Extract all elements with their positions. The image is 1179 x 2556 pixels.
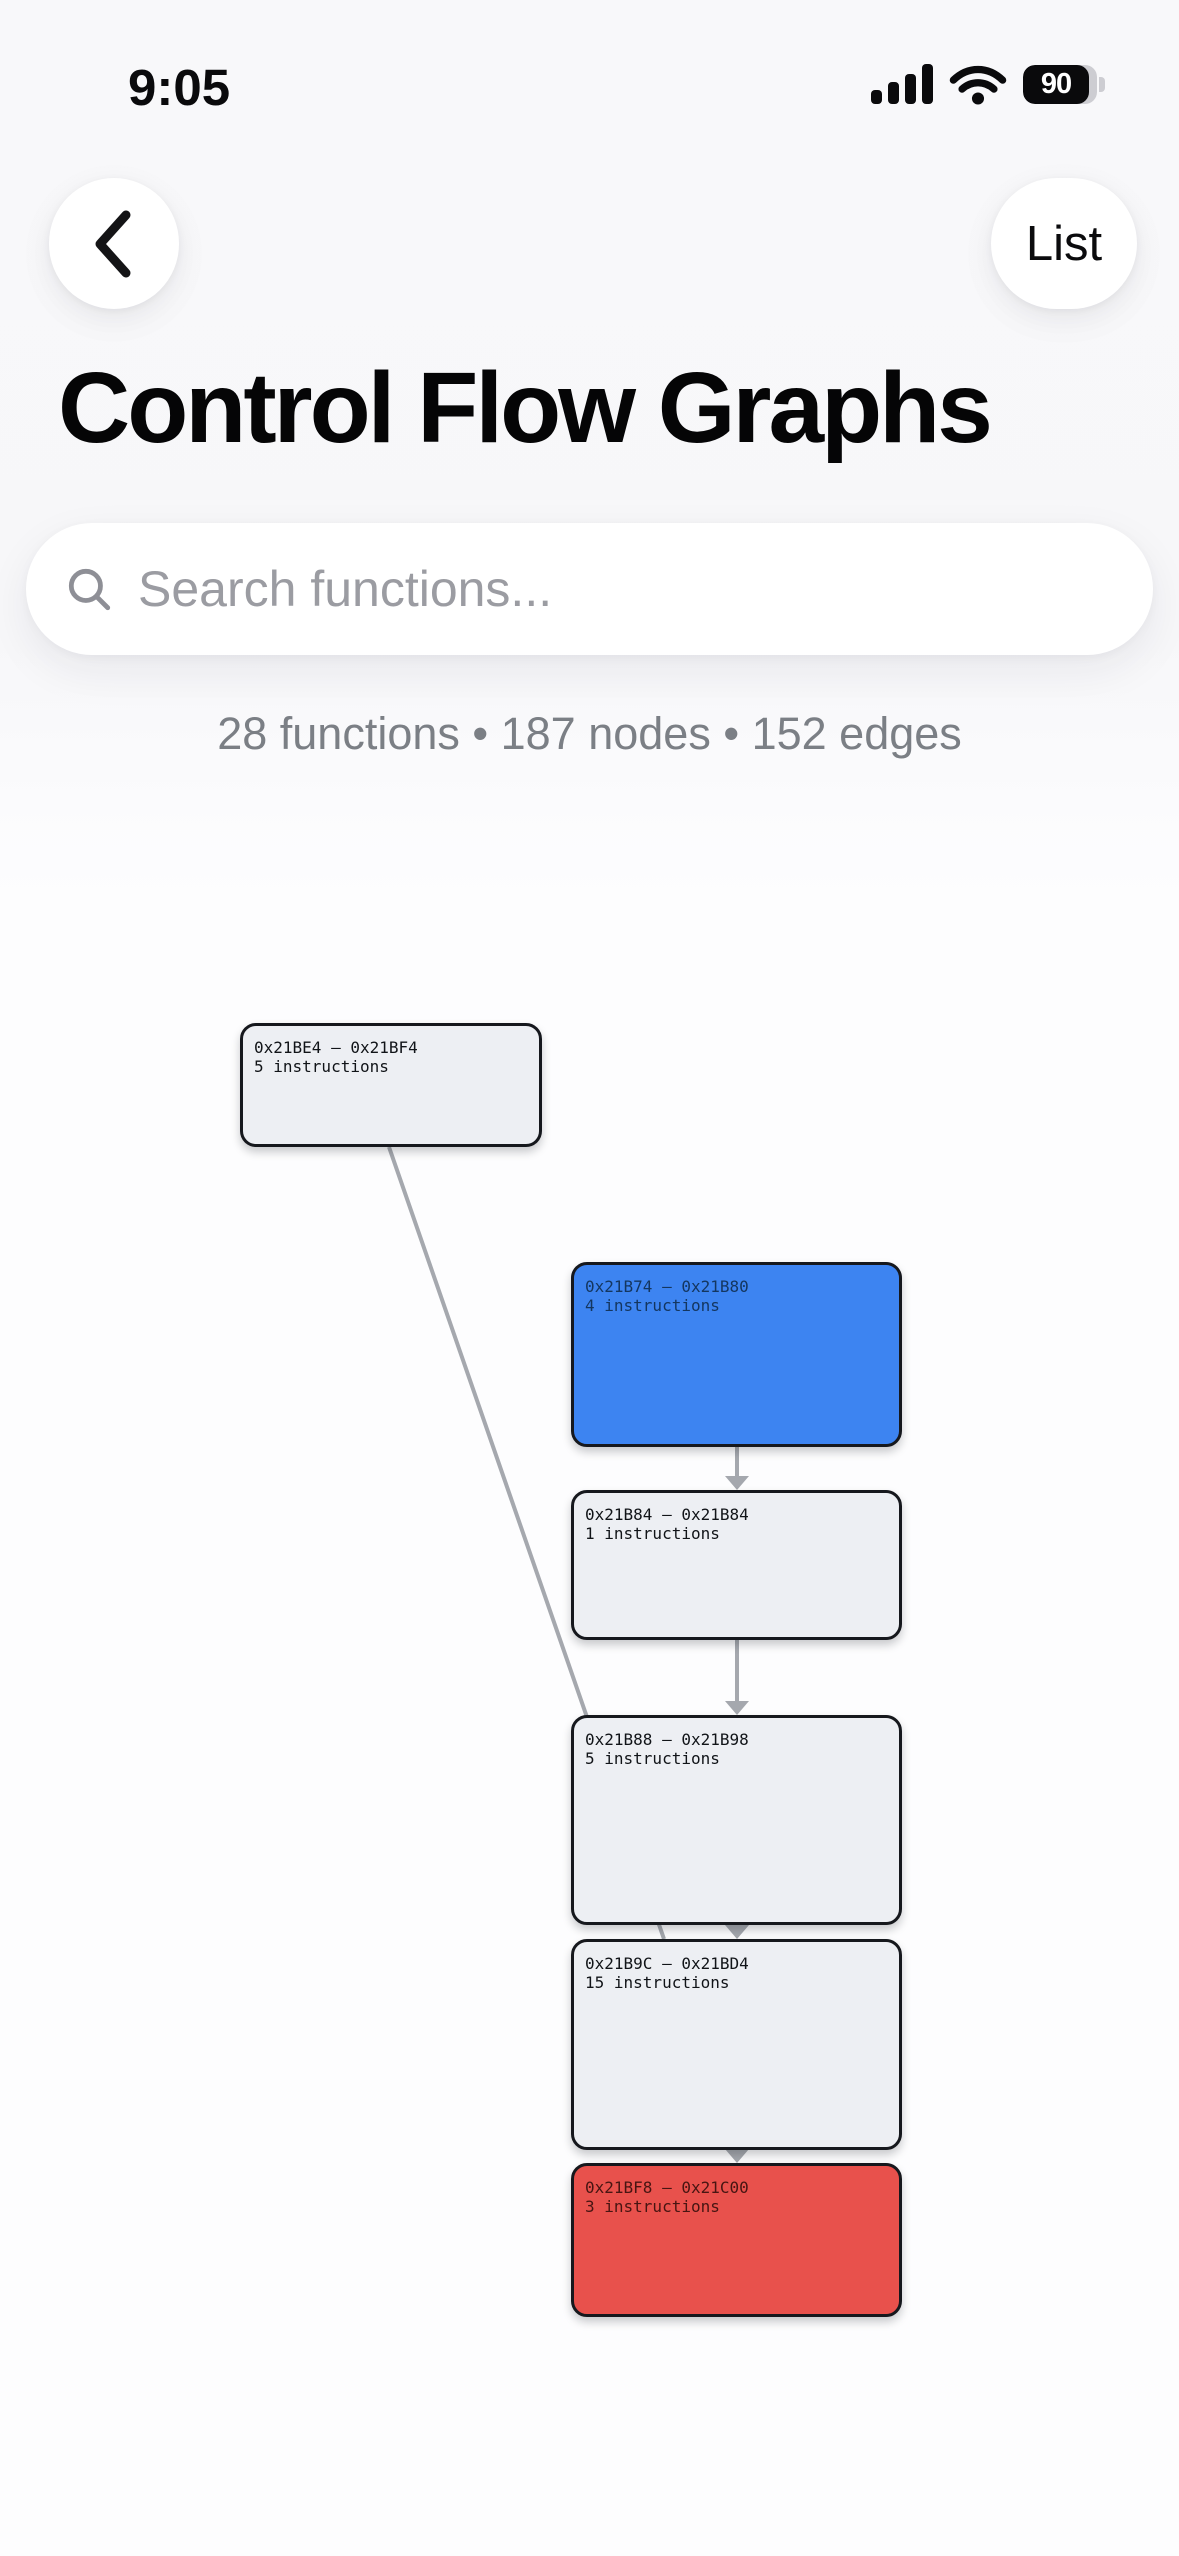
signal-bar bbox=[871, 90, 882, 104]
battery-fill: 90 bbox=[1023, 64, 1089, 104]
wifi-icon bbox=[949, 65, 1007, 105]
list-button-label: List bbox=[1025, 216, 1103, 271]
node-instruction-count: 5 instructions bbox=[585, 1749, 720, 1768]
node-instruction-count: 5 instructions bbox=[254, 1057, 389, 1076]
battery-body: 90 bbox=[1023, 64, 1097, 104]
signal-bar bbox=[888, 82, 899, 104]
cellular-signal-icon bbox=[871, 64, 933, 104]
chevron-left-icon bbox=[95, 210, 131, 277]
page-title: Control Flow Graphs bbox=[58, 352, 993, 464]
status-icons: 90 bbox=[871, 62, 1105, 106]
node-address-range: 0x21B9C – 0x21BD4 bbox=[585, 1954, 749, 1973]
node-instruction-count: 3 instructions bbox=[585, 2197, 720, 2216]
arrowhead-icon bbox=[725, 1701, 749, 1715]
arrowhead-icon bbox=[725, 2149, 749, 2163]
node-instruction-count: 4 instructions bbox=[585, 1296, 720, 1315]
node-address-range: 0x21BF8 – 0x21C00 bbox=[585, 2178, 749, 2197]
search-icon bbox=[68, 568, 111, 611]
signal-bar bbox=[905, 74, 916, 104]
arrowhead-icon bbox=[725, 1925, 749, 1939]
signal-bar bbox=[922, 64, 933, 104]
node-instruction-count: 1 instructions bbox=[585, 1524, 720, 1543]
node-address-range: 0x21B84 – 0x21B84 bbox=[585, 1505, 749, 1524]
battery-nub bbox=[1099, 76, 1105, 92]
node-address-range: 0x21B74 – 0x21B80 bbox=[585, 1277, 749, 1296]
node-instruction-count: 15 instructions bbox=[585, 1973, 730, 1992]
node-address-range: 0x21BE4 – 0x21BF4 bbox=[254, 1038, 418, 1057]
battery-percent: 90 bbox=[1040, 67, 1072, 100]
arrowhead-icon bbox=[725, 1476, 749, 1490]
graph-stats: 28 functions • 187 nodes • 152 edges bbox=[217, 708, 962, 759]
status-time: 9:05 bbox=[128, 59, 231, 116]
battery-icon: 90 bbox=[1023, 64, 1105, 104]
back-button[interactable] bbox=[49, 178, 179, 309]
search-input[interactable] bbox=[136, 522, 1113, 656]
node-address-range: 0x21B88 – 0x21B98 bbox=[585, 1730, 749, 1749]
list-view-button[interactable]: List bbox=[991, 178, 1137, 309]
search-bar[interactable] bbox=[26, 522, 1153, 656]
